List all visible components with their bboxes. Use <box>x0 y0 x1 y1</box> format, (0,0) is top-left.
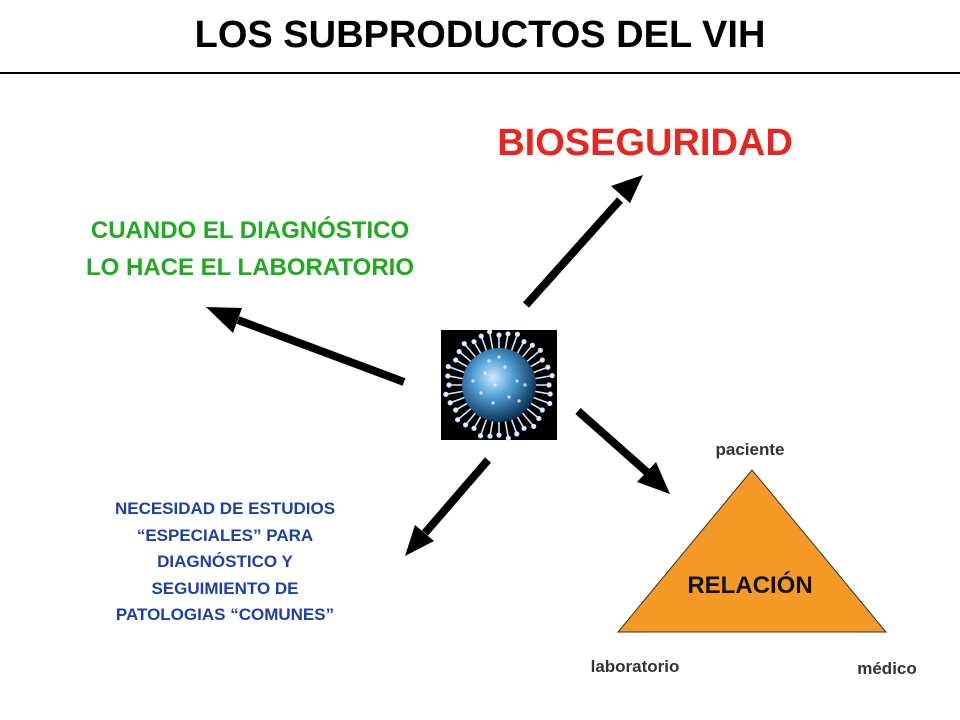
necesidad-line-1: NECESIDAD DE ESTUDIOS <box>114 499 336 518</box>
relacion-label: RELACIÓN <box>687 572 813 599</box>
necesidad-line-2: “ESPECIALES” PARA <box>136 525 314 545</box>
arrow-to-bioseguridad <box>523 175 643 308</box>
medico-label: médico <box>857 659 917 678</box>
bioseguridad-label: BIOSEGURIDAD <box>497 122 793 164</box>
arrow-to-necesidad <box>405 457 492 556</box>
paciente-label: paciente <box>715 440 785 459</box>
page-title: LOS SUBPRODUCTOS DEL VIH <box>194 14 766 56</box>
virus-icon <box>441 329 557 441</box>
relacion-triangle <box>616 469 888 633</box>
diagnostico-line-2: LO HACE EL LABORATORIO <box>85 254 414 281</box>
necesidad-line-4: SEGUIMIENTO DE <box>151 578 299 598</box>
necesidad-label: NECESIDAD DE ESTUDIOS “ESPECIALES” PARA … <box>40 496 410 629</box>
laboratorio-label: laboratorio <box>590 657 680 676</box>
necesidad-line-3: DIAGNÓSTICO Y <box>157 552 293 572</box>
arrow-to-relacion <box>575 408 670 494</box>
title-divider <box>0 72 960 74</box>
necesidad-line-5: PATOLOGIAS “COMUNES” <box>115 605 335 625</box>
diagnostico-label: CUANDO EL DIAGNÓSTICO LO HACE EL LABORAT… <box>20 212 480 286</box>
arrow-to-diagnostico <box>206 307 406 386</box>
diagnostico-line-1: CUANDO EL DIAGNÓSTICO <box>90 217 410 244</box>
